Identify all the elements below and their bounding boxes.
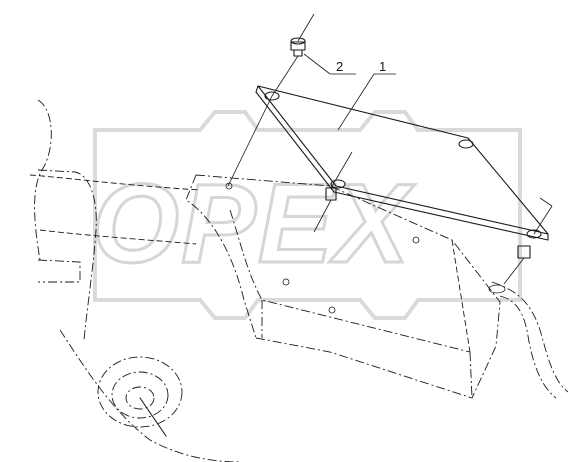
watermark-text: OPEX <box>92 161 416 286</box>
callout-label-1: 1 <box>379 59 386 74</box>
plate-hole-3 <box>330 179 346 189</box>
mounting-bracket <box>185 174 501 399</box>
watermark-logo: OPEX <box>91 110 522 320</box>
callout-1: 1 <box>337 59 396 131</box>
plate-hole-1 <box>264 91 280 101</box>
fastener-set <box>227 13 553 285</box>
cover-plate-edge <box>255 85 549 241</box>
side-hose <box>488 281 569 399</box>
callout-label-2: 2 <box>336 59 343 74</box>
callout-2: 2 <box>303 53 356 75</box>
fastener-right <box>503 197 553 285</box>
left-housing <box>29 99 241 462</box>
watermark-gear <box>93 110 522 320</box>
fastener-top <box>227 13 315 187</box>
hub-assembly <box>97 356 183 437</box>
hub-pointer-line <box>139 397 167 437</box>
plate-hole-4 <box>526 229 542 239</box>
plate-hole-2 <box>458 139 474 149</box>
cover-plate <box>255 85 549 241</box>
fastener-middle <box>313 151 353 233</box>
